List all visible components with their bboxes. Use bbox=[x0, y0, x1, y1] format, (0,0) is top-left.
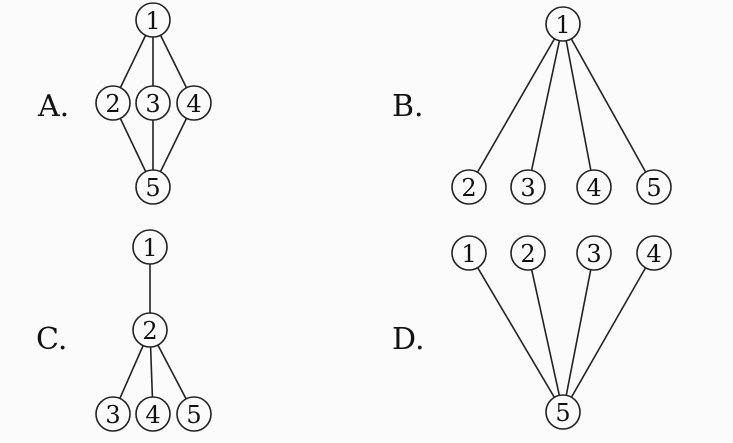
node-number: 5 bbox=[145, 174, 160, 202]
option-label: D. bbox=[392, 322, 425, 357]
node-circle bbox=[135, 396, 171, 432]
node-circle bbox=[135, 169, 171, 205]
node-1: 1 bbox=[135, 2, 171, 38]
node-circle bbox=[636, 169, 672, 205]
node-4: 4 bbox=[176, 85, 212, 121]
node-3: 3 bbox=[576, 235, 612, 271]
node-circle bbox=[451, 169, 487, 205]
edge-3-5 bbox=[562, 252, 595, 413]
node-circle bbox=[95, 85, 131, 121]
node-number: 2 bbox=[461, 174, 476, 202]
edge-1-4 bbox=[562, 23, 595, 188]
node-number: 2 bbox=[142, 317, 157, 345]
node-circle bbox=[132, 229, 168, 265]
node-1: 1 bbox=[132, 229, 168, 265]
node-5: 5 bbox=[135, 169, 171, 205]
node-number: 4 bbox=[145, 401, 160, 429]
node-3: 3 bbox=[135, 85, 171, 121]
node-1: 1 bbox=[451, 235, 487, 271]
edge-4-5 bbox=[562, 252, 655, 413]
node-4: 4 bbox=[576, 169, 612, 205]
node-2: 2 bbox=[451, 169, 487, 205]
node-circle bbox=[95, 396, 131, 432]
node-circle bbox=[636, 235, 672, 271]
node-circle bbox=[451, 235, 487, 271]
node-number: 3 bbox=[145, 90, 160, 118]
node-5: 5 bbox=[545, 394, 581, 430]
node-number: 5 bbox=[186, 401, 201, 429]
node-circle bbox=[135, 85, 171, 121]
node-number: 1 bbox=[142, 234, 157, 262]
node-circle bbox=[576, 169, 612, 205]
node-number: 4 bbox=[646, 240, 661, 268]
node-3: 3 bbox=[95, 396, 131, 432]
node-circle bbox=[576, 235, 612, 271]
node-2: 2 bbox=[95, 85, 131, 121]
node-number: 2 bbox=[520, 240, 535, 268]
option-label: B. bbox=[392, 89, 424, 124]
node-circle bbox=[135, 2, 171, 38]
node-number: 1 bbox=[461, 240, 476, 268]
node-circle bbox=[545, 6, 581, 42]
node-2: 2 bbox=[132, 312, 168, 348]
node-5: 5 bbox=[636, 169, 672, 205]
node-number: 4 bbox=[586, 174, 601, 202]
node-circle bbox=[176, 85, 212, 121]
edge-2-5 bbox=[527, 252, 564, 413]
node-circle bbox=[510, 235, 546, 271]
option-label: A. bbox=[37, 89, 69, 124]
node-number: 5 bbox=[555, 399, 570, 427]
node-number: 1 bbox=[555, 11, 570, 39]
node-number: 3 bbox=[520, 174, 535, 202]
node-3: 3 bbox=[510, 169, 546, 205]
edge-1-5 bbox=[562, 23, 655, 188]
edge-1-2 bbox=[468, 23, 564, 188]
option-d-graph: D. 1 2 3 4 5 bbox=[392, 235, 672, 430]
node-number: 2 bbox=[105, 90, 120, 118]
node-number: 5 bbox=[646, 174, 661, 202]
node-circle bbox=[132, 312, 168, 348]
node-2: 2 bbox=[510, 235, 546, 271]
node-4: 4 bbox=[636, 235, 672, 271]
edge-1-3 bbox=[527, 23, 564, 188]
edge-1-5 bbox=[468, 252, 564, 413]
node-circle bbox=[510, 169, 546, 205]
node-number: 1 bbox=[145, 7, 160, 35]
node-5: 5 bbox=[176, 396, 212, 432]
option-label: C. bbox=[36, 322, 67, 357]
node-circle bbox=[545, 394, 581, 430]
node-1: 1 bbox=[545, 6, 581, 42]
node-4: 4 bbox=[135, 396, 171, 432]
node-number: 3 bbox=[586, 240, 601, 268]
option-b-graph: B. 1 2 3 4 5 bbox=[392, 6, 672, 205]
node-number: 4 bbox=[186, 90, 201, 118]
node-circle bbox=[176, 396, 212, 432]
node-number: 3 bbox=[105, 401, 120, 429]
